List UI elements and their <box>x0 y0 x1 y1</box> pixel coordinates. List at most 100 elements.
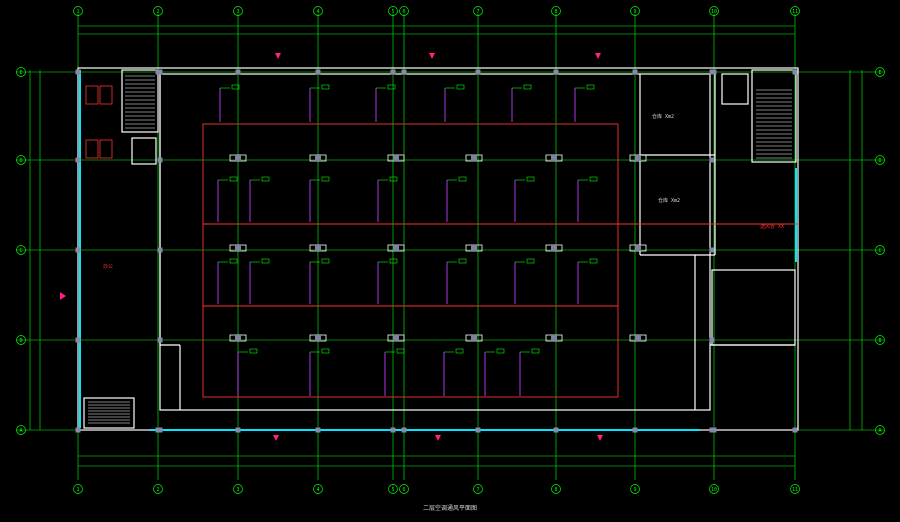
diffuser-tag-box <box>389 176 398 182</box>
grid-bubble-label-row-B: B <box>19 338 22 344</box>
column <box>315 427 321 433</box>
diffuser-tag-box <box>496 348 505 354</box>
diffuser-tag-box <box>531 348 540 354</box>
diffuser-tag-box <box>321 258 330 264</box>
grid-bubble-label-col-6: 6 <box>402 9 405 15</box>
diffuser-tag-box <box>455 348 464 354</box>
stair-hatching <box>88 75 792 424</box>
structural-columns <box>75 69 798 433</box>
ahu-unit-core <box>393 155 399 161</box>
diffuser-tags <box>218 84 598 354</box>
grid-bubble-label-col-6: 6 <box>402 487 405 493</box>
grid-bubble-label-col-11: 11 <box>792 9 798 15</box>
ahu-unit-core <box>551 245 557 251</box>
grid-bubble-label-col-4: 4 <box>316 9 319 15</box>
grid-bubble-col-9-1 <box>630 484 640 494</box>
column <box>75 337 81 343</box>
ahu-unit-core <box>551 155 557 161</box>
ahu-unit-core <box>235 335 241 341</box>
ahu-unit-core <box>315 335 321 341</box>
grid-bubble-col-6-0 <box>399 6 409 16</box>
grid-bubble-row-D-1 <box>875 155 885 165</box>
grid-bubble-label-col-11: 11 <box>792 487 798 493</box>
column <box>75 427 81 433</box>
grid-bubble-col-4-0 <box>313 6 323 16</box>
diffuser-tag-box <box>456 84 465 90</box>
column <box>475 69 481 75</box>
grid-bubble-label-col-10: 10 <box>711 487 717 493</box>
column <box>709 427 715 433</box>
grid-bubble-label-col-9: 9 <box>633 9 636 15</box>
grid-bubble-row-A-0 <box>16 425 26 435</box>
diffuser-tag-box <box>387 84 396 90</box>
column <box>709 157 715 163</box>
diffuser-tag-box <box>589 176 598 182</box>
grid-bubble-col-4-1 <box>313 484 323 494</box>
section-marker <box>275 53 281 59</box>
grid-bubble-col-9-0 <box>630 6 640 16</box>
diffuser-tag-box <box>458 258 467 264</box>
grid-bubble-label-col-1: 1 <box>76 9 79 15</box>
ahu-unit-core <box>635 335 641 341</box>
grid-bubble-col-6-1 <box>399 484 409 494</box>
ahu-unit-core <box>393 335 399 341</box>
grid-bubble-col-2-1 <box>153 484 163 494</box>
column <box>235 69 241 75</box>
diffuser-tag-box <box>523 84 532 90</box>
diffuser-tag-box <box>229 258 238 264</box>
grid-bubble-label-row-D: D <box>878 158 881 164</box>
grid-bubble-label-col-7: 7 <box>476 487 479 493</box>
ahu-unit-core <box>635 245 641 251</box>
column <box>553 427 559 433</box>
ahu-unit-core <box>315 245 321 251</box>
section-marker <box>435 435 441 441</box>
diffuser-tag-box <box>458 176 467 182</box>
grid-bubble-col-5-1 <box>388 484 398 494</box>
diffuser-tag-box <box>389 258 398 264</box>
column <box>401 69 407 75</box>
drawing-caption: 二层空调通风平面图 <box>423 504 477 512</box>
grid-bubble-col-7-1 <box>473 484 483 494</box>
diffuser-tag-box <box>396 348 405 354</box>
ahu-unit-core <box>235 155 241 161</box>
diffuser-tag-box <box>589 258 598 264</box>
column <box>75 247 81 253</box>
air-handling-units <box>229 154 647 342</box>
column <box>157 247 163 253</box>
section-marker <box>595 53 601 59</box>
ahu-unit-core <box>235 245 241 251</box>
column <box>792 69 798 75</box>
diffuser-tag-box <box>321 84 330 90</box>
grid-bubble-col-5-0 <box>388 6 398 16</box>
column <box>157 427 163 433</box>
grid-bubble-label-col-3: 3 <box>236 9 239 15</box>
grid-bubble-label-row-C: C <box>878 248 881 254</box>
diffuser-tag-box <box>526 176 535 182</box>
grid-bubble-col-11-1 <box>790 484 800 494</box>
grid-bubble-label-row-A: A <box>878 428 881 434</box>
grid-bubble-col-10-1 <box>709 484 719 494</box>
diffuser-tag-box <box>261 258 270 264</box>
grid-bubble-col-1-0 <box>73 6 83 16</box>
diffuser-tag-box <box>229 176 238 182</box>
grid-bubble-label-row-E: E <box>878 70 881 76</box>
grid-bubble-row-B-0 <box>16 335 26 345</box>
column <box>75 69 81 75</box>
column <box>792 427 798 433</box>
grid-bubble-label-col-7: 7 <box>476 9 479 15</box>
column <box>709 69 715 75</box>
ahu-unit-core <box>471 155 477 161</box>
ahu-unit-core <box>635 155 641 161</box>
room-label-top-right: 仓库 Xm2 <box>652 113 674 120</box>
section-marker <box>60 292 66 300</box>
column <box>75 157 81 163</box>
grid-bubble-col-7-0 <box>473 6 483 16</box>
grid-bubble-col-3-1 <box>233 484 243 494</box>
grid-bubble-row-C-1 <box>875 245 885 255</box>
column <box>235 427 241 433</box>
branch-pipes <box>217 88 579 396</box>
grid-bubble-label-col-10: 10 <box>711 9 717 15</box>
grid-bubble-col-1-1 <box>73 484 83 494</box>
grid-bubble-label-col-9: 9 <box>633 487 636 493</box>
